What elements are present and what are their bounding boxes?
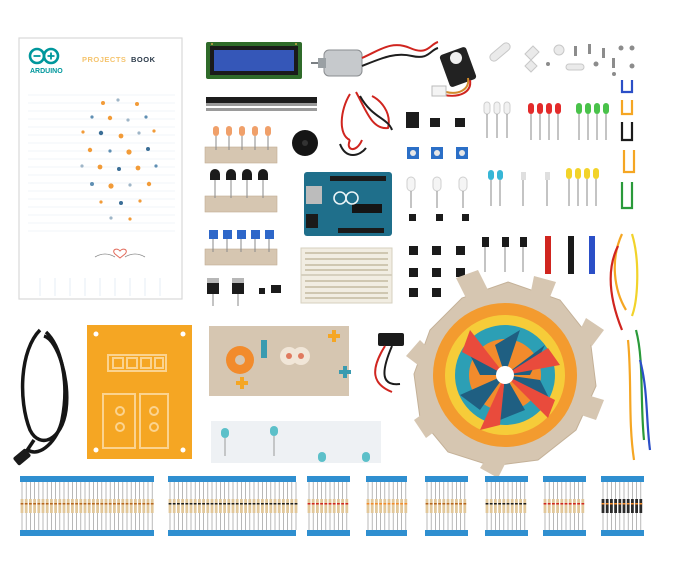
lcd-display (206, 42, 302, 79)
screws (546, 44, 635, 76)
dc-motor (311, 41, 439, 77)
white-leds-row (483, 101, 511, 138)
heart-doodle-icon (94, 248, 146, 259)
red-leds (528, 103, 561, 140)
servo-motor (431, 47, 477, 97)
book-title-part2: BOOK (131, 55, 156, 64)
solid-jumpers (545, 236, 595, 274)
cardboard-control-panel (209, 326, 351, 396)
jumper-wires (339, 91, 393, 156)
usb-plug-icon (13, 448, 31, 466)
orange-leds (213, 126, 271, 150)
book-dot-pattern (80, 98, 158, 221)
photoresistors (521, 172, 550, 206)
integrated-circuits (406, 112, 465, 128)
arduino-logo-icon (28, 47, 60, 65)
orange-acrylic-plate (87, 325, 192, 459)
arduino-uno-board (304, 172, 392, 236)
battery-clip (374, 333, 404, 393)
blue-capacitors (209, 230, 274, 252)
tilt-sensors (482, 237, 527, 272)
green-leds (576, 103, 609, 140)
usb-cable (20, 328, 69, 459)
yellow-leds (566, 168, 599, 206)
book-brand: ARDUINO (30, 68, 63, 75)
color-wheel-cardboard (406, 270, 604, 478)
servo-horns (489, 42, 585, 73)
u-shaped-wires (609, 80, 652, 461)
push-buttons (409, 214, 469, 297)
white-panel-with-leds (211, 421, 381, 463)
transistors (210, 169, 268, 198)
voltage-regulators (207, 278, 281, 306)
resistor-strips (20, 476, 644, 536)
breadboard (300, 247, 393, 304)
piezo-buzzer (292, 130, 318, 156)
cardboard-strips (204, 146, 278, 266)
projects-book: ARDUINO PROJECTS BOOK (18, 37, 183, 300)
book-title-part1: PROJECTS (82, 55, 126, 64)
blue-leds (488, 170, 503, 206)
header-pin-strip (206, 97, 317, 111)
clear-leds (406, 176, 468, 208)
potentiometers (407, 147, 468, 159)
